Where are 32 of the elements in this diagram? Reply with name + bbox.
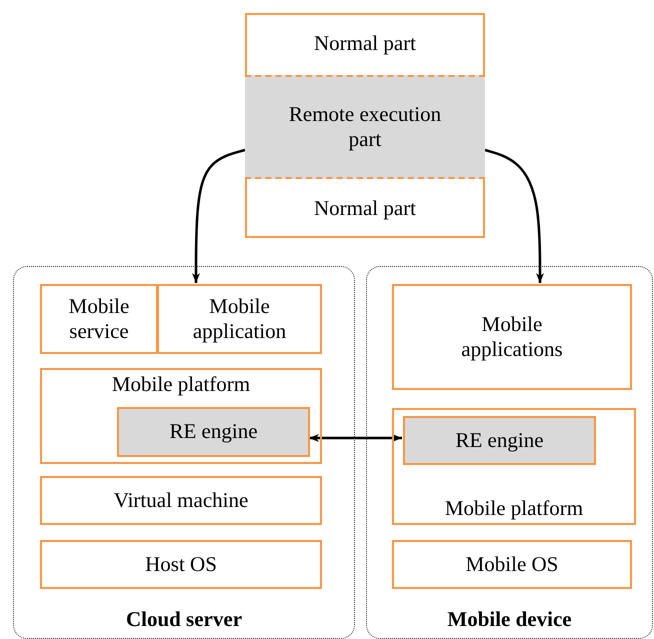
layer-label: Mobile service bbox=[68, 294, 130, 344]
container-box bbox=[13, 266, 355, 639]
layer-label: Mobile applications bbox=[460, 312, 564, 362]
layer-box bbox=[392, 284, 632, 390]
layer-label: Mobile application bbox=[192, 294, 288, 344]
layer-label: Remote execution part bbox=[288, 102, 442, 152]
layer-box bbox=[157, 284, 322, 354]
layer-box bbox=[40, 476, 322, 525]
layer-box bbox=[392, 540, 632, 589]
layer-box bbox=[40, 540, 322, 589]
arrow bbox=[484, 148, 544, 283]
layer-box bbox=[40, 368, 322, 464]
container-title: Cloud server bbox=[124, 606, 244, 632]
layer-label: Normal part bbox=[312, 31, 418, 57]
layer-label: RE engine bbox=[168, 419, 259, 445]
container-box bbox=[366, 266, 653, 639]
container-title: Mobile device bbox=[446, 606, 573, 632]
layer-label: Mobile platform bbox=[444, 496, 584, 521]
layer-label: Mobile platform bbox=[110, 372, 252, 398]
layer-label: Mobile OS bbox=[464, 552, 560, 578]
arrow bbox=[192, 148, 246, 283]
engine-box bbox=[117, 407, 310, 457]
layer-box bbox=[40, 284, 158, 354]
arrow bbox=[309, 434, 402, 442]
layer-label: Normal part bbox=[312, 196, 418, 222]
layer-label: RE engine bbox=[454, 428, 545, 454]
layer-label: Host OS bbox=[144, 552, 218, 578]
engine-box bbox=[403, 416, 596, 465]
program-box bbox=[245, 13, 485, 238]
remote-part-box bbox=[245, 75, 485, 179]
layer-label: Virtual machine bbox=[112, 488, 250, 514]
layer-box bbox=[392, 408, 636, 525]
